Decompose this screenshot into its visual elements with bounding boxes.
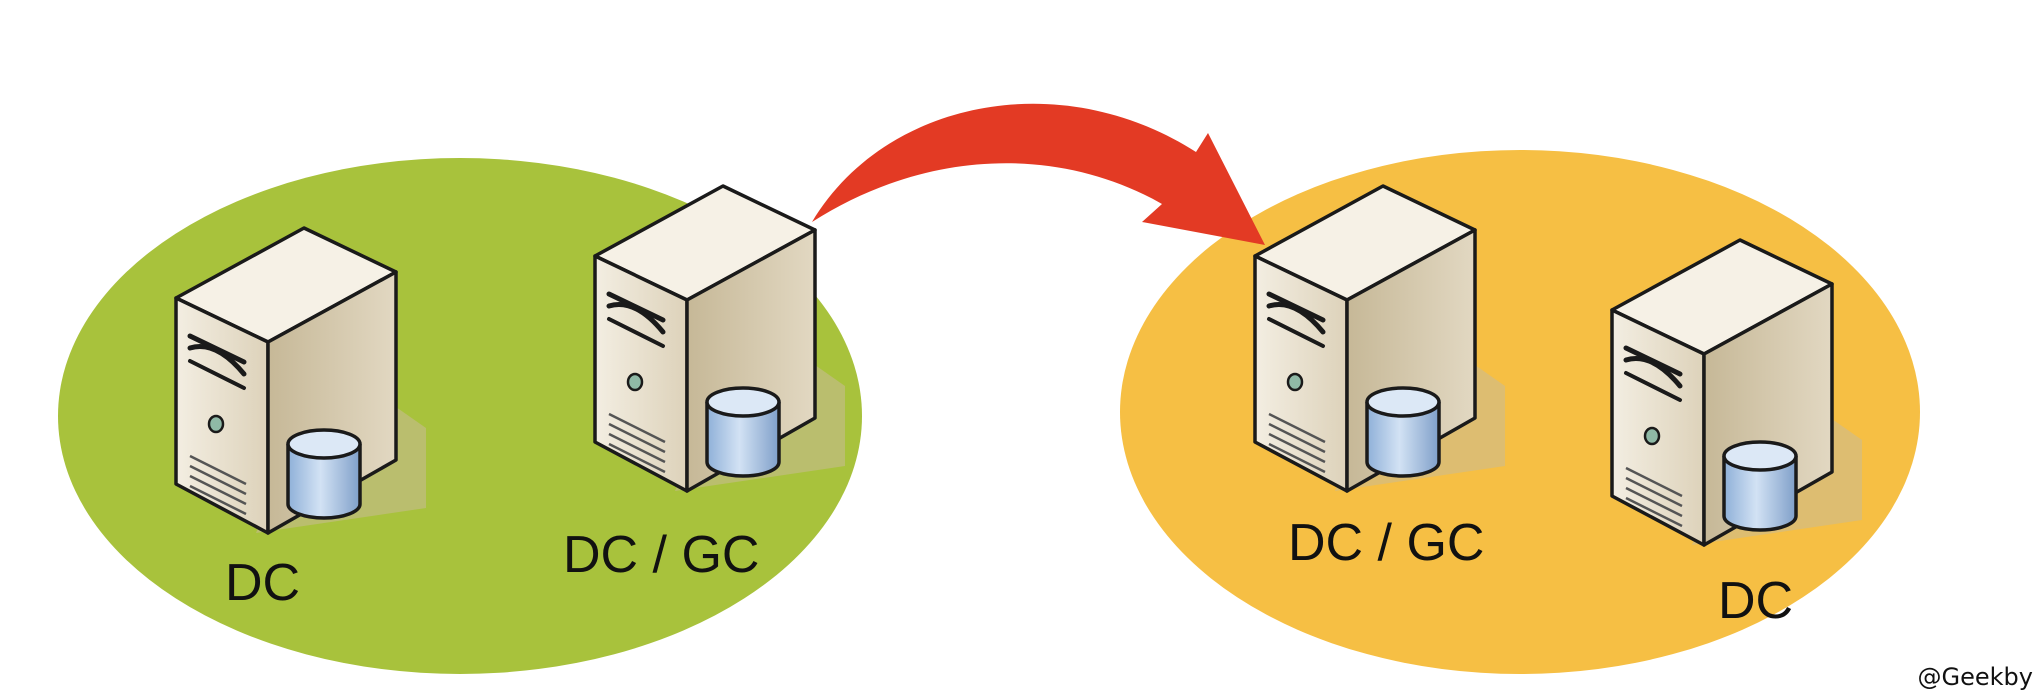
database-icon: [286, 428, 362, 520]
database-icon: [1722, 440, 1798, 532]
curved-arrow-icon: [812, 103, 1265, 245]
watermark: @Geekby: [1918, 663, 2033, 691]
left-server-dc-label: DC: [225, 554, 300, 612]
right-server-dcgc-label: DC / GC: [1288, 514, 1484, 572]
right-server-dc-label: DC: [1718, 572, 1793, 630]
database-icon: [705, 386, 781, 478]
left-server-dcgc-label: DC / GC: [563, 526, 759, 584]
database-icon: [1365, 386, 1441, 478]
